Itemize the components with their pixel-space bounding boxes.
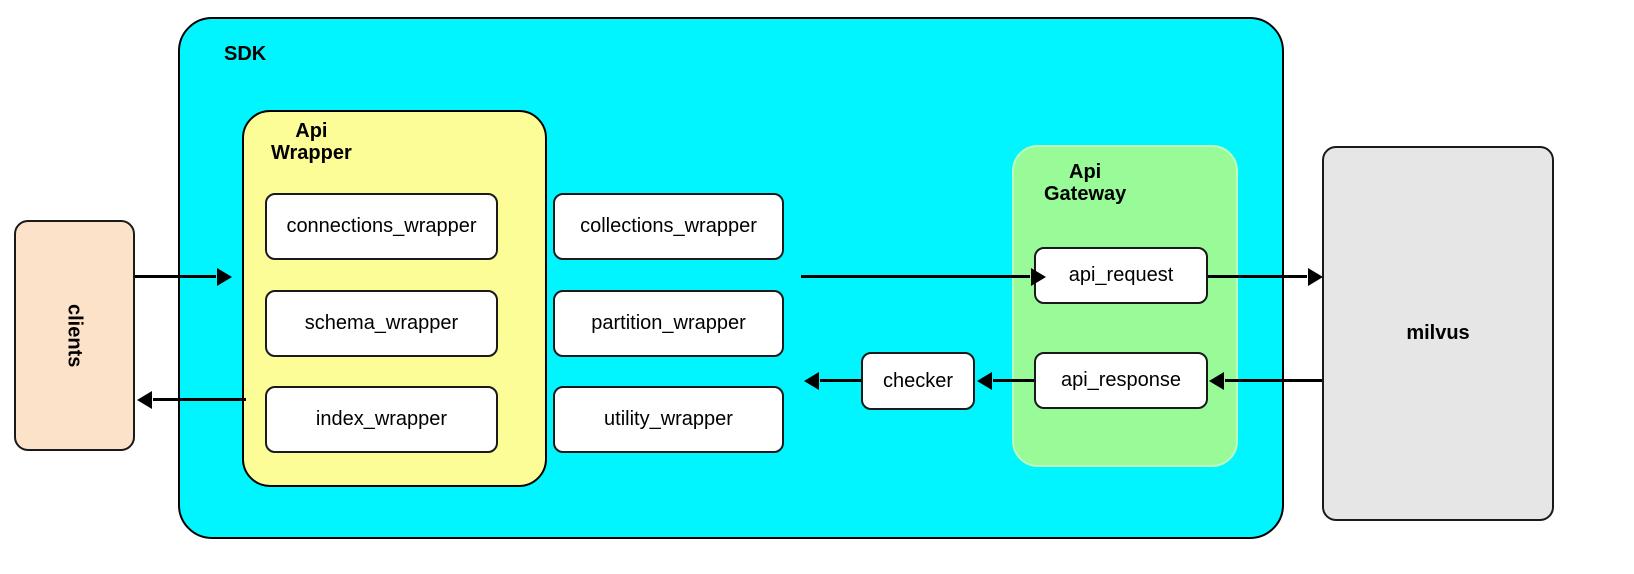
api-request-label: api_request (1068, 264, 1174, 287)
clients-label: clients (63, 303, 86, 368)
utility-wrapper-label: utility_wrapper (604, 408, 733, 431)
schema-wrapper-node[interactable]: schema_wrapper (265, 290, 498, 357)
arrow-checker-to-api-wrapper (820, 379, 861, 382)
schema-wrapper-label: schema_wrapper (304, 312, 459, 335)
api-response-node[interactable]: api_response (1034, 352, 1208, 409)
arrow-api-wrapper-to-clients (153, 398, 246, 401)
api-gateway-label: Api Gateway (1044, 161, 1127, 206)
arrow-clients-to-api-wrapper (135, 275, 216, 278)
api-wrapper-label: Api Wrapper (271, 120, 352, 165)
index-wrapper-label: index_wrapper (315, 408, 448, 431)
collections-wrapper-node[interactable]: collections_wrapper (553, 193, 784, 260)
api-gateway-container[interactable]: Api Gateway (1012, 145, 1238, 467)
collections-wrapper-label: collections_wrapper (580, 215, 757, 238)
arrow-milvus-to-api-response (1225, 379, 1322, 382)
api-response-label: api_response (1060, 369, 1182, 392)
clients-node[interactable]: clients (14, 220, 135, 451)
index-wrapper-node[interactable]: index_wrapper (265, 386, 498, 453)
api-request-node[interactable]: api_request (1034, 247, 1208, 304)
utility-wrapper-node[interactable]: utility_wrapper (553, 386, 784, 453)
connections-wrapper-node[interactable]: connections_wrapper (265, 193, 498, 260)
arrow-api-wrapper-to-api-gateway (801, 275, 1030, 278)
connections-wrapper-label: connections_wrapper (286, 215, 477, 238)
milvus-label: milvus (1406, 322, 1470, 345)
sdk-label: SDK (224, 43, 267, 65)
arrow-api-request-to-milvus (1208, 275, 1307, 278)
checker-node[interactable]: checker (861, 352, 975, 410)
partition-wrapper-node[interactable]: partition_wrapper (553, 290, 784, 357)
arrow-api-response-to-checker (993, 379, 1034, 382)
milvus-node[interactable]: milvus (1322, 146, 1554, 521)
partition-wrapper-label: partition_wrapper (591, 312, 746, 335)
checker-label: checker (882, 369, 954, 392)
